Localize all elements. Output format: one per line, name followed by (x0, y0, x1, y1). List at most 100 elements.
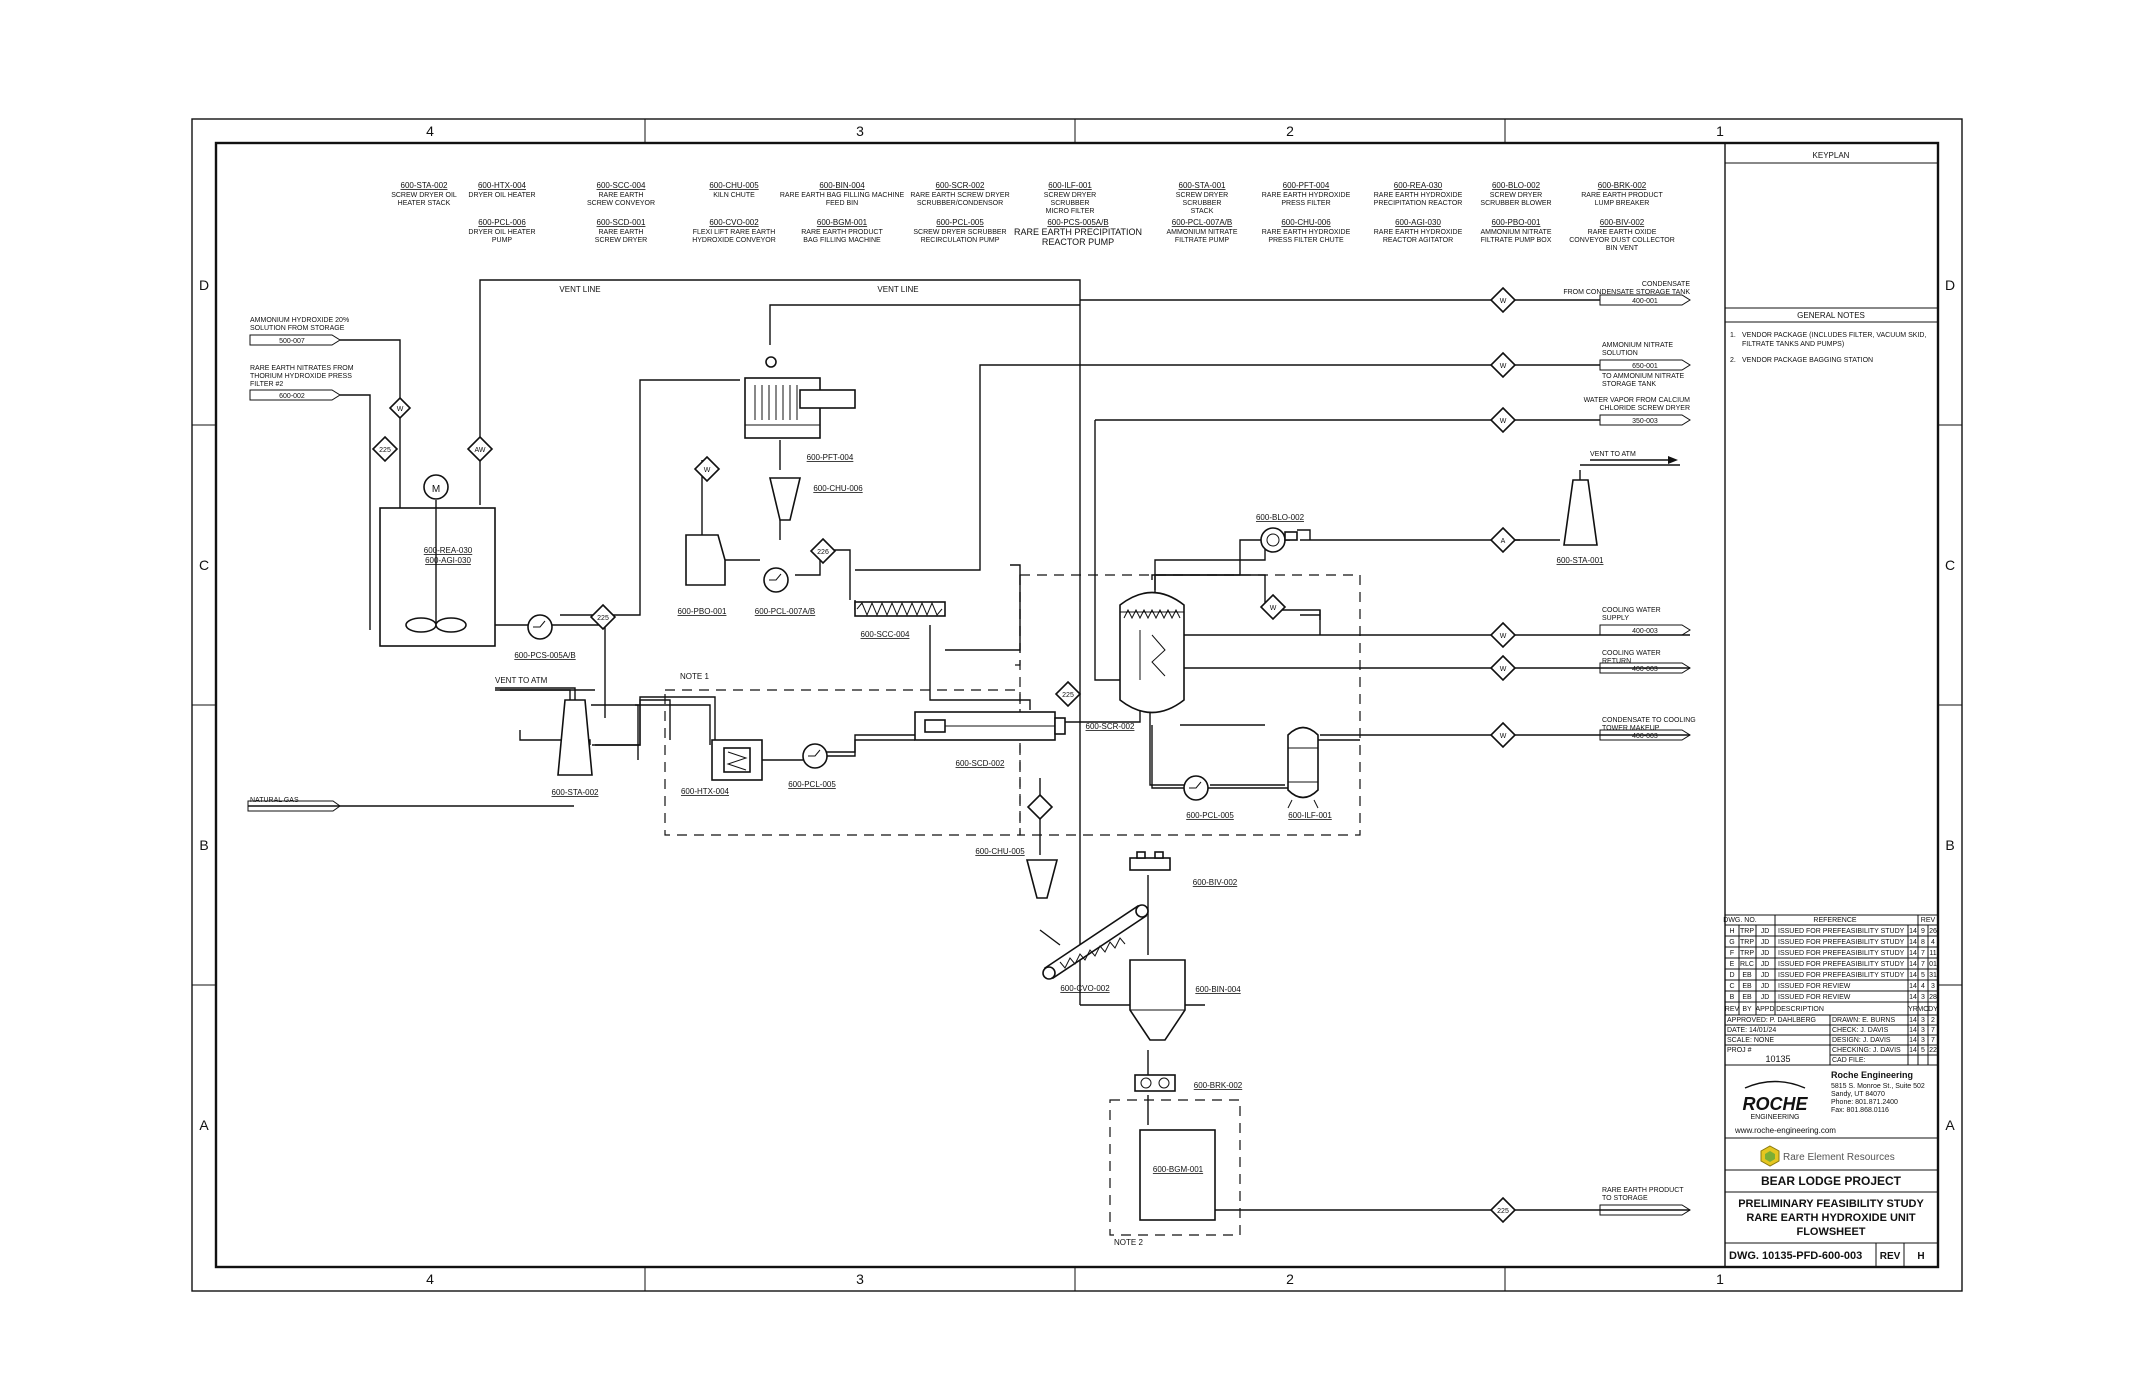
stream-ref: 500-007 (279, 338, 305, 345)
project-name: BEAR LODGE PROJECT (1761, 1174, 1902, 1188)
instrument-tag: W (1500, 363, 1507, 370)
rev-by: TRP (1740, 950, 1754, 957)
legend-desc: AMMONIUM NITRATE (1166, 229, 1237, 236)
rev-letter: G (1729, 939, 1734, 946)
company-address: Fax: 801.868.0116 (1831, 1107, 1889, 1114)
screw-conveyor: 600-SCC-004 (854, 601, 946, 639)
rev-year: 14 (1909, 994, 1917, 1001)
rev-month: 9 (1921, 928, 1925, 935)
rev-day: 26 (1929, 928, 1937, 935)
instrument-diamond: W (693, 455, 721, 483)
equipment: M 600-REA-030 600-AGI-030 600-PCS-005A/B… (379, 356, 1604, 1247)
rev-approved: JD (1761, 994, 1770, 1001)
rev-letter: C (1729, 983, 1734, 990)
rev-description: ISSUED FOR PREFEASIBILITY STUDY (1778, 939, 1905, 946)
rev-approved: JD (1761, 939, 1770, 946)
rev-col: REV (1725, 1006, 1740, 1013)
rev-approved: JD (1761, 972, 1770, 979)
note-label: NOTE 1 (680, 672, 709, 681)
rev-description: ISSUED FOR PREFEASIBILITY STUDY (1778, 972, 1905, 979)
rev-col: APPD (1755, 1006, 1774, 1013)
legend-tag: 600-BRK-002 (1598, 181, 1647, 190)
company-address: 5815 S. Monroe St., Suite 502 (1831, 1083, 1925, 1090)
equipment-tag: 600-BRK-002 (1194, 1081, 1243, 1090)
col-label: 3 (856, 1271, 864, 1287)
rev-letter: E (1730, 961, 1735, 968)
instrument-tag: 225 (1062, 692, 1074, 699)
dryer-oil-heater: 600-HTX-004 (681, 739, 763, 796)
general-notes-title: GENERAL NOTES (1797, 311, 1865, 320)
legend-tag: 600-SCC-004 (597, 181, 646, 190)
approval-year: 14 (1909, 1037, 1917, 1044)
stream-label: CONDENSATE TO COOLING (1602, 717, 1696, 724)
legend-desc: SCREW CONVEYOR (587, 200, 655, 207)
rev-by: RLC (1740, 961, 1754, 968)
rev-description: ISSUED FOR PREFEASIBILITY STUDY (1778, 950, 1905, 957)
approval-month: 3 (1921, 1017, 1925, 1024)
note-label: NOTE 2 (1114, 1238, 1143, 1247)
rev-letter: F (1730, 950, 1734, 957)
legend-tag: 600-PCL-005 (936, 218, 984, 227)
approval-signoff: CHECK: J. DAVIS (1832, 1027, 1889, 1034)
stream-label: AMMONIUM NITRATE (1602, 342, 1673, 349)
press-filter: 600-PFT-004 (744, 356, 856, 462)
rev-year: 14 (1909, 961, 1917, 968)
instrument-tag: 225 (1497, 1208, 1509, 1215)
legend-desc: KILN CHUTE (713, 192, 755, 199)
rev-month: 4 (1921, 983, 1925, 990)
company-address: Phone: 801.871.2400 (1831, 1099, 1898, 1106)
stream-label: RARE EARTH NITRATES FROM (250, 365, 354, 372)
legend-tag: 600-STA-001 (1179, 181, 1227, 190)
rev-by: TRP (1740, 928, 1754, 935)
rev-year: 14 (1909, 939, 1917, 946)
legend-desc: AMMONIUM NITRATE (1480, 229, 1551, 236)
legend-desc: STACK (1191, 208, 1214, 215)
legend-desc: RARE EARTH HYDROXIDE (1262, 192, 1351, 199)
equipment-tag: 600-CHU-005 (975, 847, 1025, 856)
approval-day: 7 (1931, 1027, 1935, 1034)
motor-label: M (432, 484, 440, 495)
company-name: Roche Engineering (1831, 1070, 1913, 1080)
scrubber-blower: 600-BLO-002 (1256, 513, 1305, 553)
legend-desc: SCREW DRYER (1176, 192, 1228, 199)
rev-approved: JD (1761, 961, 1770, 968)
oil-heater-pump: 600-PCL-005 (788, 743, 836, 789)
col-label: 2 (1286, 123, 1294, 139)
instrument-diamond: W (1489, 654, 1517, 682)
legend-desc: SCRUBBER/CONDENSOR (917, 200, 1003, 207)
legend-desc: HEATER STACK (398, 200, 451, 207)
stream-label: RETURN (1602, 658, 1631, 665)
company-address: Sandy, UT 84070 (1831, 1091, 1885, 1098)
equipment-tag: 600-AGI-030 (425, 556, 471, 565)
rev-header: REV (1921, 917, 1936, 924)
equipment-tag: 600-HTX-004 (681, 787, 730, 796)
row-label: A (1945, 1117, 1955, 1133)
approval-field: SCALE: NONE (1727, 1037, 1774, 1044)
col-label: 4 (426, 123, 434, 139)
rev-month: 7 (1921, 961, 1925, 968)
kiln-chute: 600-CHU-005 (975, 847, 1059, 899)
rev-col: DY (1928, 1006, 1938, 1013)
note-text: VENDOR PACKAGE BAGGING STATION (1742, 357, 1873, 364)
legend-desc: SCREW DRYER (1490, 192, 1542, 199)
stream-label: STORAGE TANK (1602, 381, 1656, 388)
instrument-tag: W (1500, 733, 1507, 740)
drawing-title: PRELIMINARY FEASIBILITY STUDY (1738, 1198, 1924, 1210)
filtrate-pump: 600-PCL-007A/B (755, 567, 815, 616)
instrument-diamond: W (388, 396, 412, 420)
legend-desc: RARE EARTH HYDROXIDE (1262, 229, 1351, 236)
instrument-diamond: 225 (1489, 1196, 1517, 1224)
equipment-tag: 600-SCR-002 (1086, 722, 1135, 731)
rev-by: EB (1742, 983, 1752, 990)
legend-desc: DRYER OIL HEATER (468, 192, 535, 199)
bin-vent: 600-BIV-002 (1129, 851, 1238, 887)
instrument-diamond: W (1489, 721, 1517, 749)
rev-description: ISSUED FOR PREFEASIBILITY STUDY (1778, 928, 1905, 935)
equipment-tag: 600-PCL-005 (788, 780, 836, 789)
drawing-title: RARE EARTH HYDROXIDE UNIT (1746, 1212, 1916, 1224)
approval-day: 2 (1931, 1017, 1935, 1024)
legend-tag: 600-BIV-002 (1600, 218, 1645, 227)
rev-col: MO (1917, 1006, 1929, 1013)
stream-label: CONDENSATE (1642, 281, 1690, 288)
